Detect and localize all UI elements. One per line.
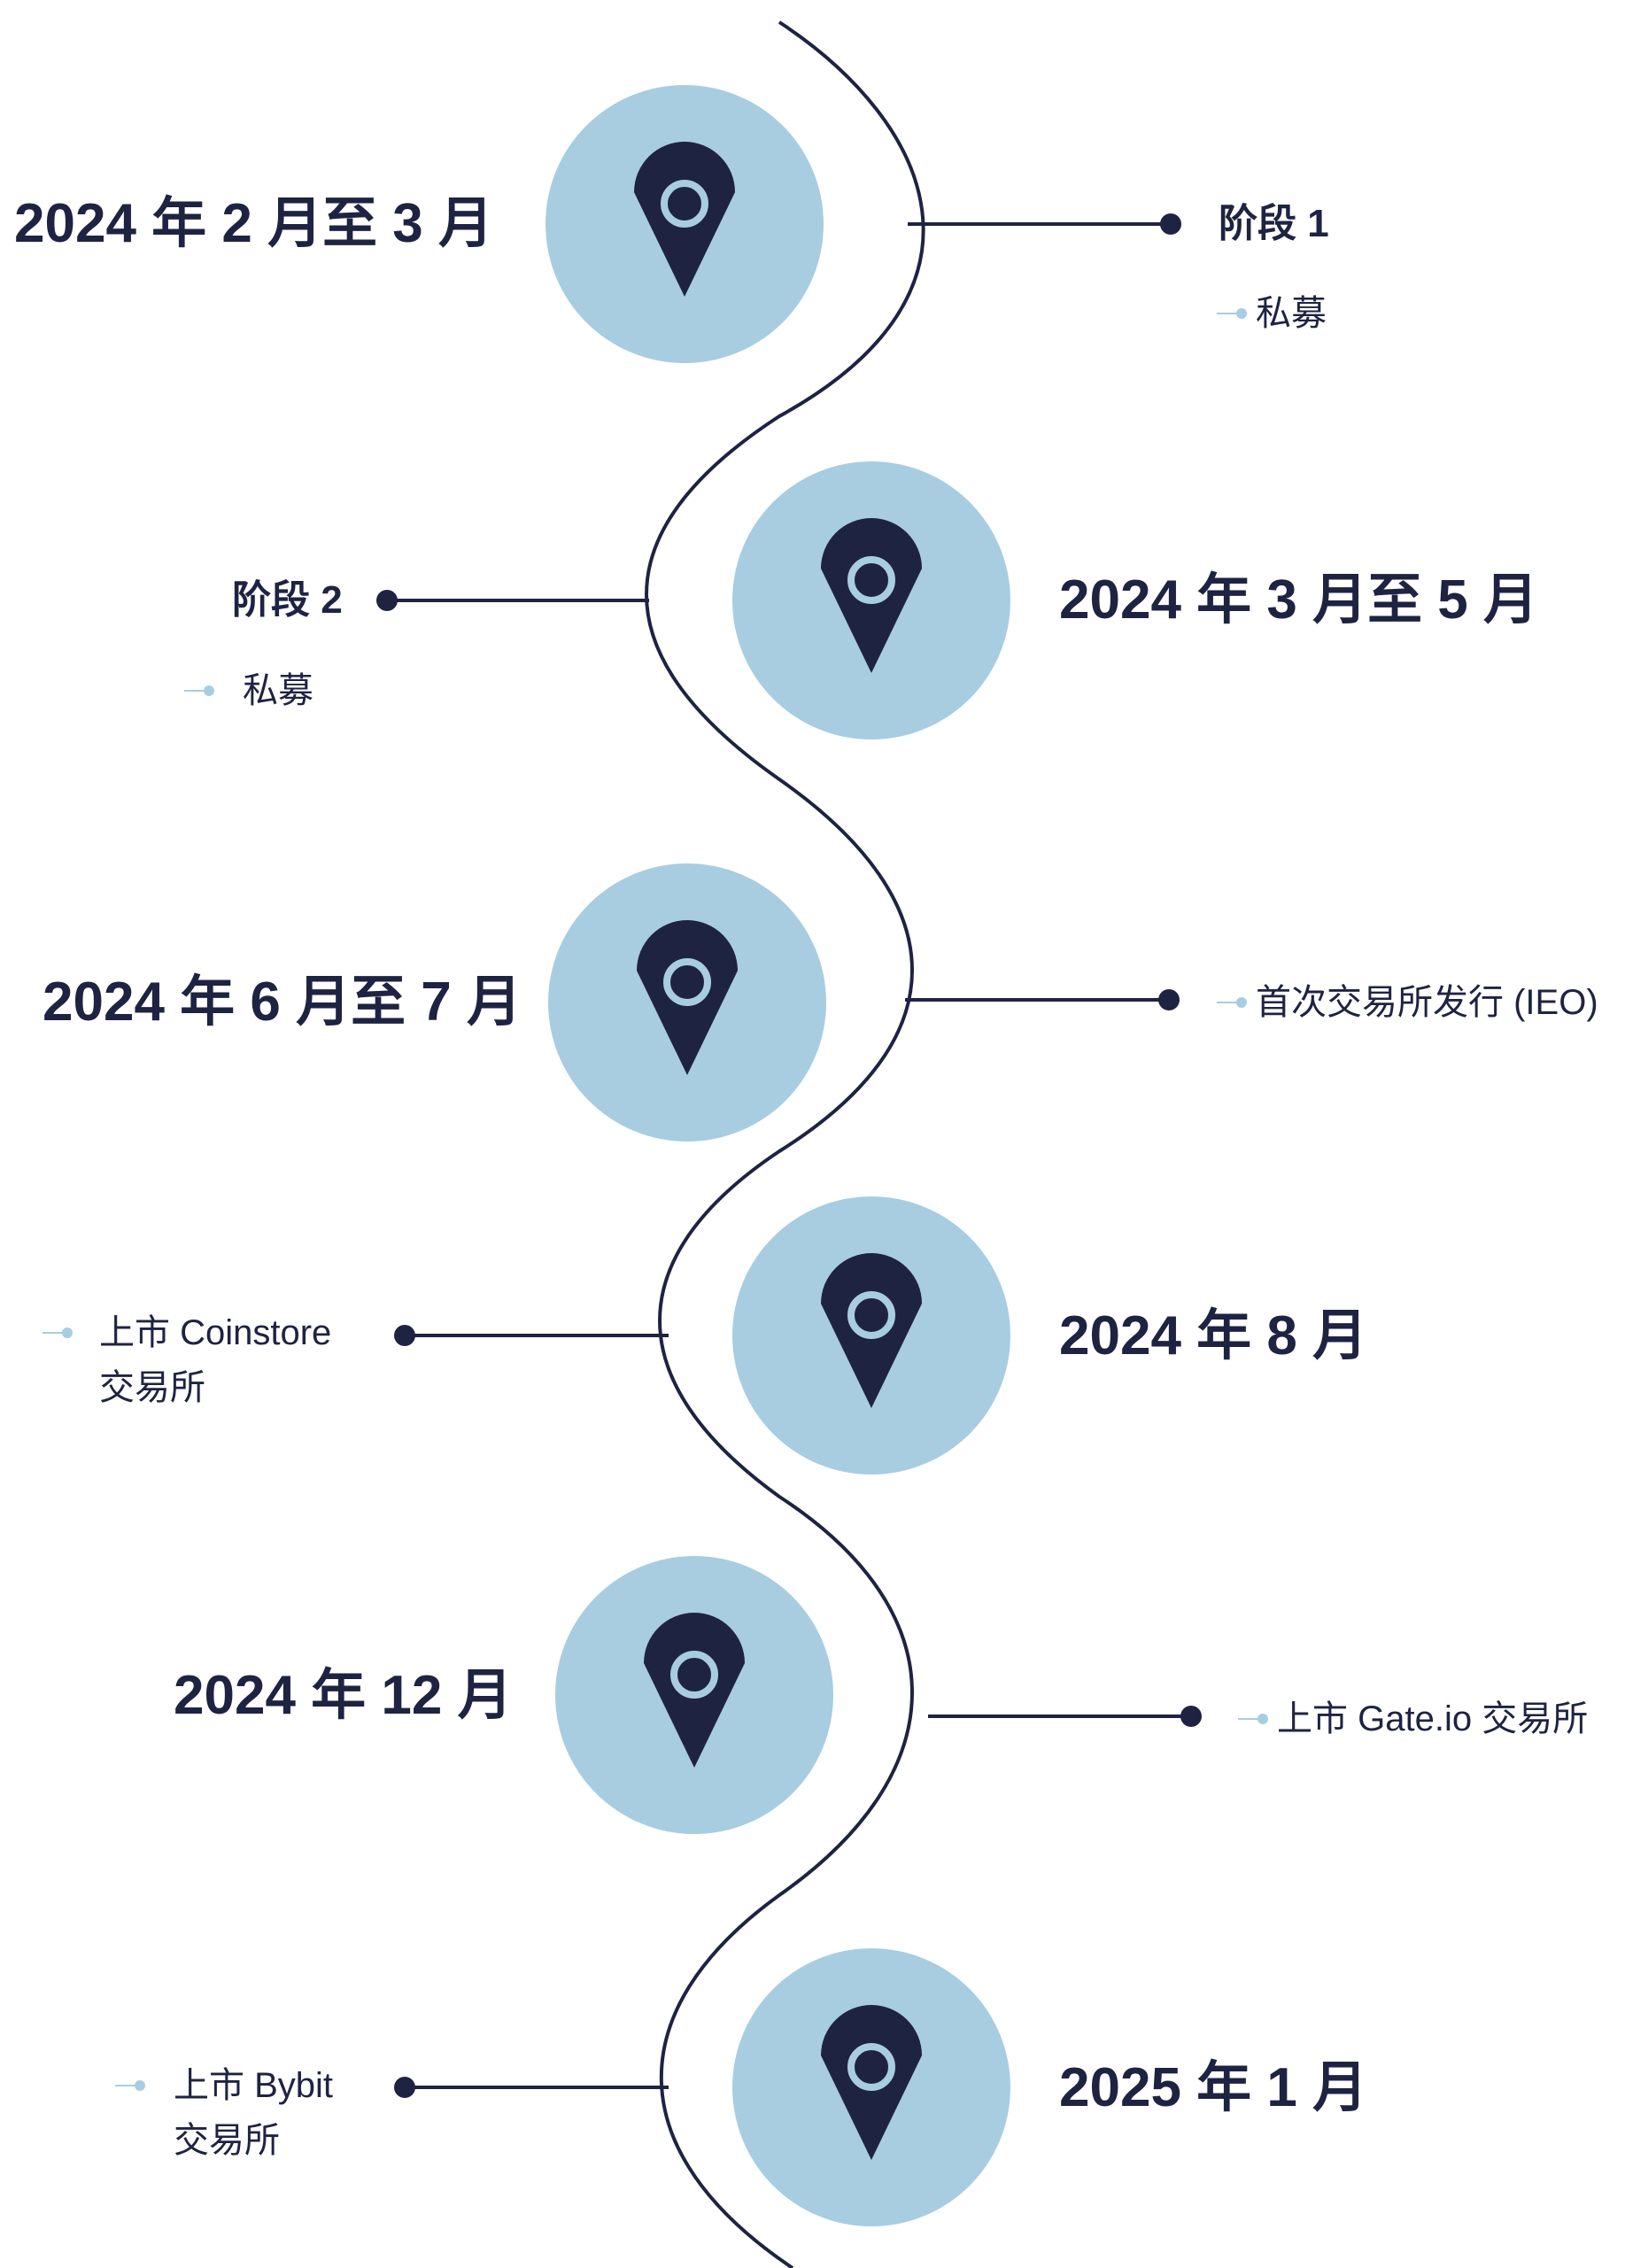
milestone-4-item-line-2: 交易所	[99, 1368, 205, 1407]
milestone-5-connector-dot	[1180, 1706, 1202, 1727]
milestone-3-item-bullet-icon	[1217, 997, 1249, 1008]
milestone-6-item-line-2: 交易所	[174, 2121, 280, 2160]
milestone-1-item-bullet-icon	[1217, 308, 1249, 319]
pin-ring	[670, 1651, 718, 1699]
pin-ring	[663, 958, 711, 1006]
milestone-6-date: 2025 年 1 月	[1059, 2057, 1368, 2118]
milestone-4-connector-dot	[394, 1325, 415, 1346]
milestone-4-item-line-1: 上市 Coinstore	[99, 1313, 332, 1352]
milestone-1-pin	[546, 85, 824, 363]
timeline-wave-path	[645, 20, 925, 2268]
milestone-6-connector-dot	[394, 2077, 415, 2098]
milestone-1-date: 2024 年 2 月至 3 月	[14, 193, 494, 254]
milestone-3-pin	[548, 863, 826, 1142]
map-pin-icon	[644, 1613, 745, 1768]
map-pin-icon	[821, 2005, 922, 2160]
map-pin-icon	[637, 920, 738, 1075]
milestone-6-pin	[732, 1948, 1010, 2226]
pin-ring	[661, 180, 708, 228]
milestone-6-item-bullet-icon	[115, 2080, 147, 2091]
pin-ring	[847, 2043, 895, 2091]
pin-ring	[847, 1291, 895, 1339]
milestone-3-date: 2024 年 6 月至 7 月	[43, 971, 522, 1033]
milestone-2-date: 2024 年 3 月至 5 月	[1059, 569, 1539, 631]
map-pin-icon	[821, 518, 922, 673]
milestone-4-pin	[732, 1196, 1010, 1475]
milestone-5-item: 上市 Gate.io 交易所	[1277, 1699, 1589, 1738]
milestone-2-item-bullet-icon	[184, 685, 216, 696]
milestone-1-phase: 阶段 1	[1219, 202, 1329, 245]
milestone-5-item-bullet-icon	[1238, 1714, 1270, 1724]
milestone-6-item-line-1: 上市 Bybit	[174, 2066, 334, 2105]
milestone-2-item: 私募	[243, 671, 313, 710]
map-pin-icon	[821, 1253, 922, 1408]
milestone-2-pin	[732, 461, 1010, 739]
milestone-5-pin	[555, 1556, 833, 1834]
milestone-2-phase: 阶段 2	[232, 578, 343, 622]
milestone-1-connector-dot	[1160, 213, 1181, 235]
pin-ring	[847, 556, 895, 604]
milestone-3-item: 首次交易所发行 (IEO)	[1256, 983, 1598, 1022]
milestone-4-item-bullet-icon	[43, 1328, 74, 1338]
milestone-4-date: 2024 年 8 月	[1059, 1305, 1368, 1366]
milestone-3-connector-dot	[1158, 989, 1180, 1010]
milestone-5-date: 2024 年 12 月	[174, 1665, 513, 1726]
map-pin-icon	[634, 142, 735, 297]
milestone-2-connector-dot	[376, 590, 398, 611]
milestone-1-item: 私募	[1256, 294, 1327, 333]
